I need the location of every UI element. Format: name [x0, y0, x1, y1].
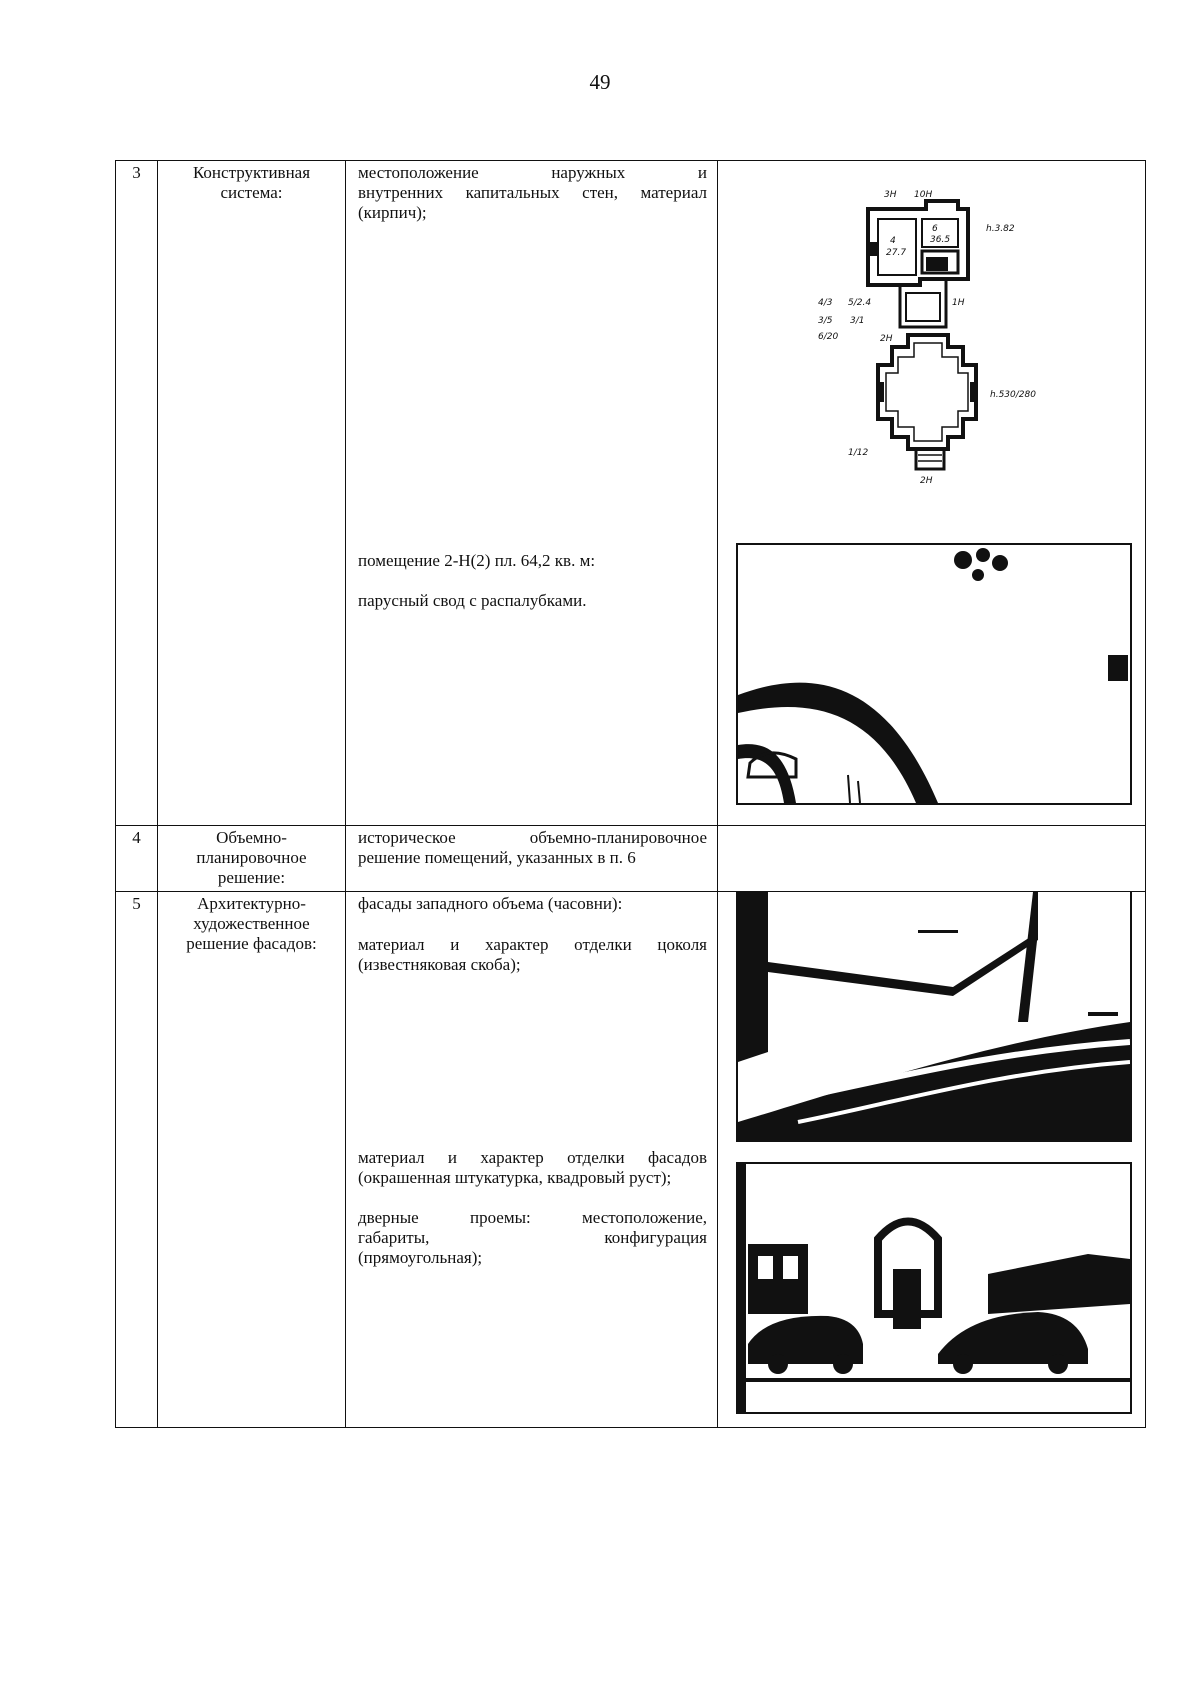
- doors-text-line: габариты, конфигурация: [358, 1228, 707, 1247]
- illustration-cell: [717, 891, 1146, 1428]
- row-number: 4: [115, 825, 158, 892]
- plan-label: 6/20: [818, 332, 838, 342]
- vault-ceiling-photo: [736, 543, 1132, 805]
- plan-label: 3/5: [818, 316, 833, 326]
- illustration-cell: [717, 825, 1146, 892]
- row-number: 3: [115, 160, 158, 826]
- doors-text-line: (прямоугольная);: [358, 1248, 483, 1267]
- floor-plan-icon: 3Н 10Н 4 27.7 6 36.5 h.3.82 4/3 5/2.4 3/…: [818, 190, 1036, 486]
- plan-label: 10Н: [914, 190, 932, 200]
- row-title-line: планировочное: [196, 848, 307, 867]
- attributes-table: 3 Конструктивная система: местоположение…: [115, 160, 1146, 1428]
- illustration-cell: 3Н 10Н 4 27.7 6 36.5 h.3.82 4/3 5/2.4 3/…: [717, 160, 1146, 826]
- row-title-line: Архитектурно-: [197, 894, 306, 913]
- row-description: историческое объемно-планировочное решен…: [345, 825, 718, 892]
- table-row: 4 Объемно- планировочное решение: истори…: [115, 825, 1146, 892]
- row-description: фасады западного объема (часовни): матер…: [345, 891, 718, 1428]
- row-title: Объемно- планировочное решение:: [157, 825, 346, 892]
- plan-label: 4/3: [818, 298, 833, 308]
- plan-label: 3Н: [884, 190, 897, 200]
- facades-text: фасады западного объема (часовни):: [358, 894, 623, 913]
- table-row: 3 Конструктивная система: местоположение…: [115, 160, 1146, 826]
- vault-photo-icon: [738, 545, 1130, 803]
- plan-label: h.3.82: [986, 224, 1015, 234]
- floor-plan-drawing: 3Н 10Н 4 27.7 6 36.5 h.3.82 4/3 5/2.4 3/…: [818, 187, 1048, 487]
- facade-photo: [736, 1162, 1132, 1414]
- plan-label: 5/2.4: [848, 298, 871, 308]
- plinth-photo: [736, 892, 1132, 1142]
- row-title: Конструктивная система:: [157, 160, 346, 826]
- description-line: историческое объемно-планировочное: [358, 828, 707, 847]
- vault-text: парусный свод с распалубками.: [358, 591, 587, 610]
- row-title-line: Объемно-: [216, 828, 287, 847]
- row-description: местоположение наружных и внутренних кап…: [345, 160, 718, 826]
- facade-finish-text: материал и характер отделки фасадов (окр…: [358, 1148, 707, 1187]
- facade-photo-icon: [738, 1164, 1130, 1412]
- plan-label: 2Н: [880, 334, 893, 344]
- plinth-text: материал и характер отделки цоколя (изве…: [358, 935, 707, 974]
- row-title-line: решение фасадов:: [186, 934, 317, 953]
- room-text: помещение 2-Н(2) пл. 64,2 кв. м:: [358, 551, 596, 570]
- plan-label: 1Н: [952, 298, 965, 308]
- description-line: местоположение наружных и: [358, 163, 707, 182]
- plan-label: 3/1: [850, 316, 864, 326]
- plan-label: 27.7: [886, 248, 906, 258]
- plan-label: 4: [890, 236, 896, 246]
- page-number: 49: [589, 70, 611, 94]
- description-line: решение помещений, указанных в п. 6: [358, 848, 636, 867]
- row-title: Архитектурно- художественное решение фас…: [157, 891, 346, 1428]
- row-number: 5: [115, 891, 158, 1428]
- row-title-line: решение:: [217, 868, 286, 887]
- plan-label: 1/12: [848, 448, 868, 458]
- row-title-line: система:: [220, 183, 283, 202]
- doors-text-line: дверные проемы: местоположение,: [358, 1208, 707, 1227]
- plinth-photo-icon: [738, 892, 1130, 1140]
- plan-label: 2Н: [920, 476, 933, 486]
- plan-label: h.530/280: [990, 390, 1036, 400]
- table-row: 5 Архитектурно- художественное решение ф…: [115, 891, 1146, 1428]
- plan-label: 36.5: [930, 235, 950, 245]
- description-text: внутренних капитальных стен, материал (к…: [358, 183, 707, 222]
- row-title-line: Конструктивная: [192, 163, 311, 182]
- plan-label: 6: [932, 224, 938, 234]
- row-title-line: художественное: [193, 914, 310, 933]
